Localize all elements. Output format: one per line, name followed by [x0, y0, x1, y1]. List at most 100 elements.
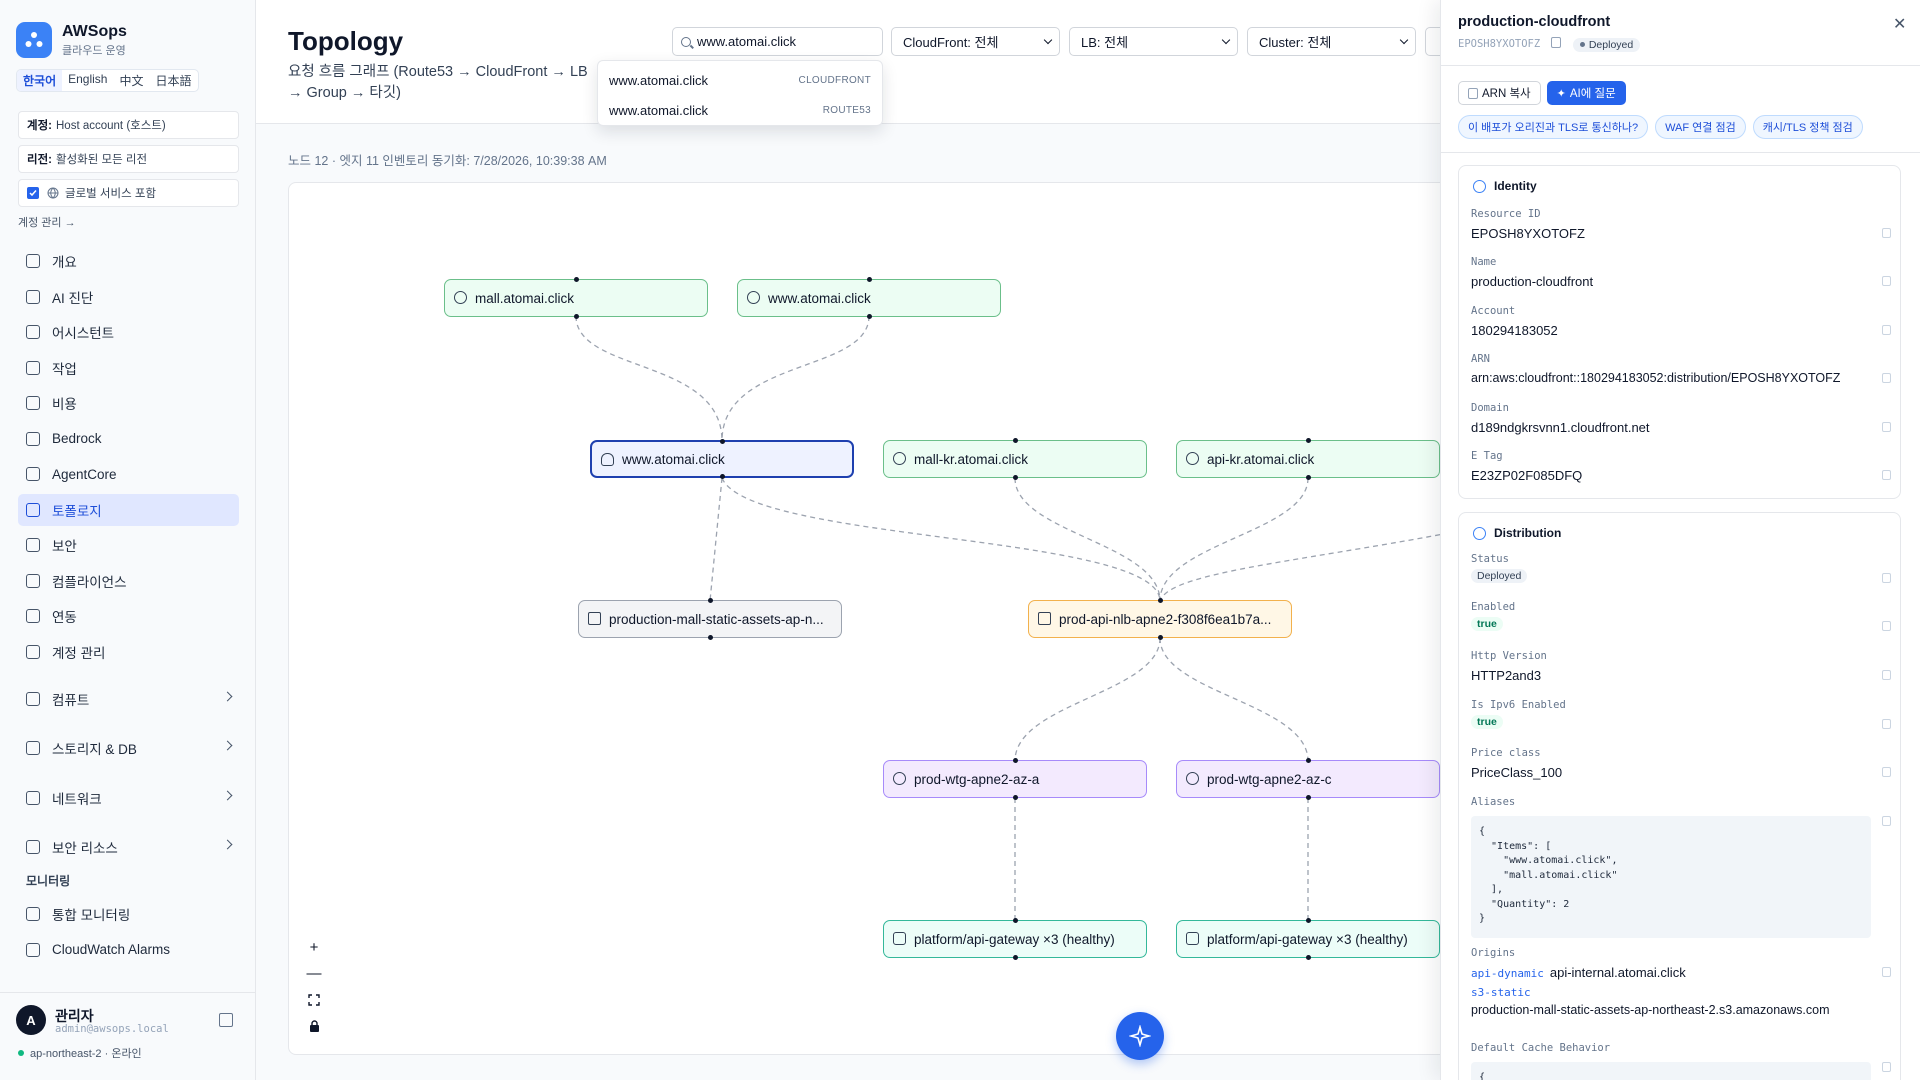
- nav-item-bedrock[interactable]: Bedrock: [18, 423, 239, 455]
- cloudfront-filter-select[interactable]: CloudFront: 전체: [891, 27, 1060, 56]
- lang-en[interactable]: English: [68, 72, 108, 86]
- copy-icon[interactable]: [1882, 719, 1891, 729]
- copy-icon[interactable]: [1882, 670, 1891, 680]
- graph-node-target-group[interactable]: prod-wtg-apne2-az-a: [883, 758, 1147, 800]
- graph-node-cloudfront-selected[interactable]: www.atomai.click: [590, 439, 854, 479]
- aliases-json: { "Items": [ "www.atomai.click", "mall.a…: [1471, 816, 1871, 938]
- region-selector[interactable]: 리전: 활성화된 모든 리전: [18, 145, 239, 173]
- search-input[interactable]: www.atomai.click: [672, 27, 883, 56]
- user-area: A 관리자 admin@awsops.local ap-northeast-2 …: [0, 992, 256, 1080]
- suggestion-chip[interactable]: 이 배포가 오리진과 TLS로 통신하나?: [1458, 115, 1649, 139]
- chevron-down-icon: [1399, 35, 1409, 45]
- nav-item-security[interactable]: 보안: [18, 529, 239, 561]
- sparkle-icon: ✦: [1556, 87, 1566, 100]
- brand[interactable]: AWSops 클라우드 운영: [16, 22, 127, 58]
- suggestion-chip[interactable]: WAF 연결 점검: [1655, 115, 1746, 139]
- edge: [575, 315, 723, 442]
- copy-icon[interactable]: [1882, 767, 1891, 777]
- checkbox-checked-icon[interactable]: [27, 187, 39, 199]
- nav-item-ai-diagnosis[interactable]: AI 진단: [18, 281, 239, 313]
- copy-icon[interactable]: [1882, 276, 1891, 286]
- graph-edges: [575, 315, 1447, 921]
- nav-group-compute[interactable]: 컴퓨트: [18, 682, 239, 716]
- nav-item-integrations[interactable]: 연동: [18, 600, 239, 632]
- edge: [1159, 477, 1309, 602]
- copy-icon[interactable]: [1882, 228, 1891, 238]
- cluster-filter-select[interactable]: Cluster: 전체: [1247, 27, 1416, 56]
- graph-node-s3[interactable]: production-mall-static-assets-ap-n...: [578, 598, 842, 640]
- globe-icon: [1186, 452, 1199, 465]
- region-label: 리전:: [27, 154, 52, 166]
- search-result-item[interactable]: www.atomai.click CLOUDFRONT: [609, 72, 871, 88]
- lang-ja[interactable]: 日本語: [155, 74, 192, 88]
- graph-node-route53[interactable]: www.atomai.click: [737, 277, 1001, 319]
- nav-group-security-resources[interactable]: 보안 리소스: [18, 830, 239, 864]
- nav-item-topology[interactable]: 토폴로지: [18, 493, 239, 526]
- copy-icon[interactable]: [1882, 470, 1891, 480]
- bell-icon: [26, 942, 40, 957]
- copy-icon[interactable]: [1882, 573, 1891, 583]
- suggestion-chip[interactable]: 캐시/TLS 정책 점검: [1752, 115, 1863, 139]
- copy-icon[interactable]: [1550, 37, 1561, 48]
- globe-icon: [1473, 526, 1486, 540]
- lock-button[interactable]: [303, 1015, 325, 1036]
- nav-item-cost[interactable]: 비용: [18, 387, 239, 419]
- graph-node-load-balancer[interactable]: prod-api-nlb-apne2-f308f6ea1b7a...: [1028, 598, 1292, 640]
- grid-icon: [26, 254, 40, 268]
- network-icon: [26, 790, 40, 805]
- user-email: admin@awsops.local: [55, 1023, 169, 1035]
- nav-item-overview[interactable]: 개요: [18, 245, 239, 277]
- ai-assistant-fab[interactable]: [1116, 1012, 1164, 1060]
- copy-icon[interactable]: [1882, 422, 1891, 432]
- copy-icon[interactable]: [1882, 325, 1891, 335]
- zoom-out-button[interactable]: —: [306, 965, 322, 982]
- nav-group-network[interactable]: 네트워크: [18, 781, 239, 815]
- connection-status: ap-northeast-2 · 온라인: [18, 1045, 142, 1061]
- graph-node-route53[interactable]: mall-kr.atomai.click: [883, 438, 1147, 480]
- lang-zh[interactable]: 中文: [119, 74, 144, 88]
- copy-icon[interactable]: [1882, 621, 1891, 631]
- zoom-controls: + —: [303, 937, 325, 1036]
- search-result-item[interactable]: www.atomai.click ROUTE53: [609, 102, 871, 118]
- copy-arn-button[interactable]: ARN 복사: [1458, 81, 1541, 105]
- graph-node-route53[interactable]: api-kr.atomai.click: [1176, 438, 1440, 480]
- chevron-right-icon: [222, 691, 233, 701]
- main-content: Topology 요청 흐름 그래프 (Route53 → CloudFront…: [256, 0, 1465, 1080]
- nav-item-compliance[interactable]: 컴플라이언스: [18, 565, 239, 597]
- cpu-icon: [26, 691, 40, 706]
- global-services-toggle[interactable]: 글로벌 서비스 포함: [18, 179, 239, 207]
- nav-item-cloudwatch-alarms[interactable]: CloudWatch Alarms: [18, 934, 239, 966]
- nav-item-unified-monitoring[interactable]: 통합 모니터링: [18, 898, 239, 930]
- chevron-down-icon: [1043, 35, 1053, 45]
- copy-icon[interactable]: [1882, 967, 1891, 977]
- lb-filter-select[interactable]: LB: 전체: [1069, 27, 1238, 56]
- fit-view-button[interactable]: [303, 989, 325, 1010]
- graph-node-target[interactable]: platform/api-gateway ×3 (healthy): [1176, 918, 1440, 960]
- graph-node-route53[interactable]: mall.atomai.click: [444, 277, 708, 319]
- account-manage-link[interactable]: 계정 관리 →: [18, 217, 76, 229]
- nav-item-tasks[interactable]: 작업: [18, 352, 239, 384]
- nav-item-agentcore[interactable]: AgentCore: [18, 458, 239, 490]
- panel-title: production-cloudfront: [1458, 14, 1611, 30]
- nav-item-assistant[interactable]: 어시스턴트: [18, 316, 239, 348]
- copy-icon[interactable]: [1882, 1062, 1891, 1072]
- nav-group-storage-db[interactable]: 스토리지 & DB: [18, 731, 239, 765]
- zoom-in-button[interactable]: +: [309, 939, 319, 956]
- nav-item-account-management[interactable]: 계정 관리: [18, 636, 239, 668]
- graph-node-target[interactable]: platform/api-gateway ×3 (healthy): [883, 918, 1147, 960]
- copy-icon[interactable]: [1882, 816, 1891, 826]
- shield-icon: [26, 538, 40, 552]
- ask-ai-button[interactable]: ✦AI에 질문: [1546, 81, 1626, 105]
- graph-node-target-group[interactable]: prod-wtg-apne2-az-c: [1176, 758, 1440, 800]
- close-icon[interactable]: ✕: [1893, 16, 1907, 33]
- copy-icon[interactable]: [1882, 373, 1891, 383]
- account-selector[interactable]: 계정: Host account (호스트): [18, 111, 239, 139]
- avatar[interactable]: A: [16, 1005, 46, 1035]
- lang-ko[interactable]: 한국어: [17, 70, 63, 91]
- logout-icon[interactable]: [219, 1013, 233, 1027]
- globe-icon: [893, 452, 906, 465]
- topology-canvas[interactable]: mall.atomai.click www.atomai.click www.a…: [288, 182, 1448, 1055]
